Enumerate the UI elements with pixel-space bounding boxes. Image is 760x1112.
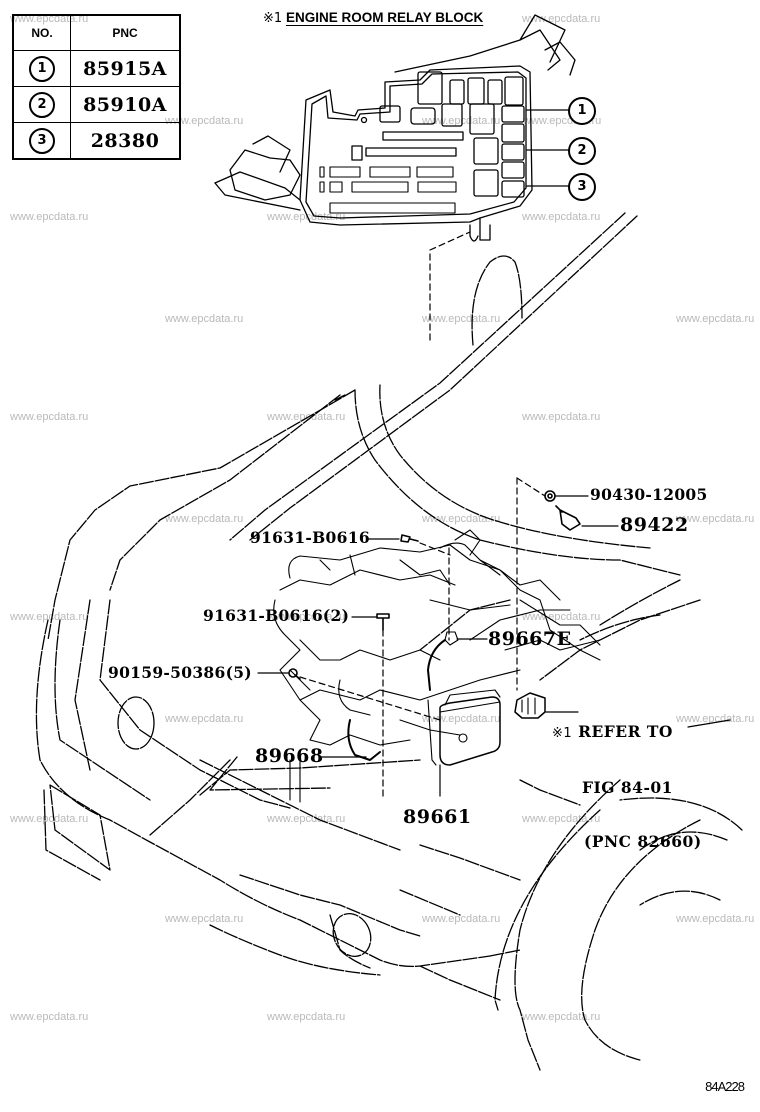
part-label-91631-B0616-qty2[interactable]: 91631-B0616(2) [203,606,350,625]
column-header-pnc: PNC [70,14,181,51]
engine-assembly [273,529,601,803]
reference-note-line-2[interactable]: FIG 84-01 [582,778,673,797]
row-number-cell: 1 [12,50,71,87]
part-label-89667E[interactable]: 89667E [488,628,572,650]
reference-note: ※1 REFER TO FIG 84-01 (PNC 82660) [552,687,702,869]
hardware [288,490,581,680]
callout-3[interactable]: 3 [568,173,596,201]
row-number-cell: 2 [12,86,71,123]
part-label-89668[interactable]: 89668 [255,745,324,767]
table-row: 3 28380 [12,122,181,160]
reference-note-text: REFER TO [578,722,673,741]
figure-code: 84A228 [705,1079,745,1094]
callout-1[interactable]: 1 [568,97,596,125]
row-number-cell: 3 [12,122,71,160]
part-label-89422[interactable]: 89422 [620,514,689,536]
reference-note-line-3: (PNC 82660) [584,832,702,851]
pnc-cell[interactable]: 28380 [70,122,181,160]
pnc-cell[interactable]: 85910A [70,86,181,123]
circled-number: 3 [29,127,55,154]
circled-number: 2 [29,91,55,118]
engine-room-relay-block [214,14,576,242]
relay-block-title: ※1 ENGINE ROOM RELAY BLOCK [263,10,483,26]
vehicle-outline [35,212,743,1071]
reference-mark: ※1 [263,11,283,26]
part-label-89661[interactable]: 89661 [403,806,472,828]
reference-note-line-1: ※1 REFER TO [552,723,702,743]
reference-mark: ※1 [552,726,573,741]
pnc-cell[interactable]: 85915A [70,50,181,87]
assembly-axes [299,231,546,801]
fuse-row [319,166,457,214]
leader-lines [257,495,731,797]
column-header-no: NO. [12,14,71,51]
pnc-table: NO. PNC 1 85915A 2 85910A 3 28380 [12,14,181,160]
table-header-row: NO. PNC [12,14,181,51]
part-label-90159-50386-qty5[interactable]: 90159-50386(5) [108,663,252,682]
part-label-91631-B0616[interactable]: 91631-B0616 [250,528,370,547]
callout-2[interactable]: 2 [568,137,596,165]
circled-number: 1 [29,55,55,82]
part-label-90430-12005[interactable]: 90430-12005 [590,485,708,504]
relay-block-title-text: ENGINE ROOM RELAY BLOCK [285,10,484,25]
table-row: 1 85915A [12,50,181,87]
table-row: 2 85910A [12,86,181,123]
